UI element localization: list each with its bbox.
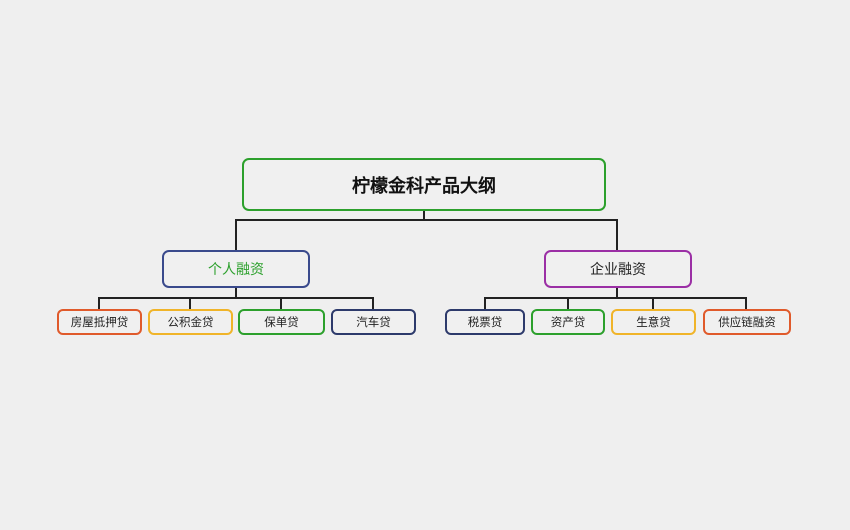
leaf-node-asset-loan[interactable]: 资产贷	[531, 309, 605, 335]
leaf-node-label: 保单贷	[264, 315, 299, 329]
leaf-node-policy-loan[interactable]: 保单贷	[238, 309, 325, 335]
leaf-node-label: 汽车贷	[356, 315, 391, 329]
leaf-node-label: 生意贷	[636, 315, 671, 329]
leaf-node-provident-fund-loan[interactable]: 公积金贷	[148, 309, 233, 335]
leaf-node-mortgage-loan[interactable]: 房屋抵押贷	[57, 309, 142, 335]
leaf-node-supply-chain-financing[interactable]: 供应链融资	[703, 309, 791, 335]
root-node[interactable]: 柠檬金科产品大纲	[242, 158, 606, 211]
leaf-node-car-loan[interactable]: 汽车贷	[331, 309, 416, 335]
leaf-node-label: 房屋抵押贷	[70, 315, 129, 329]
leaf-node-label: 供应链融资	[718, 315, 776, 329]
connector-root-to-branches	[235, 211, 618, 250]
branch-node-personal-financing[interactable]: 个人融资	[162, 250, 310, 288]
branch-node-label: 个人融资	[208, 262, 264, 278]
connector-enterprise-to-leaves	[484, 288, 747, 309]
leaf-node-label: 资产贷	[550, 315, 586, 329]
leaf-node-label: 公积金贷	[167, 315, 214, 329]
root-node-label: 柠檬金科产品大纲	[352, 175, 496, 197]
leaf-node-tax-invoice-loan[interactable]: 税票贷	[445, 309, 525, 335]
leaf-node-label: 税票贷	[467, 315, 503, 329]
leaf-node-business-loan[interactable]: 生意贷	[611, 309, 696, 335]
branch-node-label: 企业融资	[590, 262, 646, 278]
connector-personal-to-leaves	[98, 288, 374, 309]
branch-node-enterprise-financing[interactable]: 企业融资	[544, 250, 692, 288]
